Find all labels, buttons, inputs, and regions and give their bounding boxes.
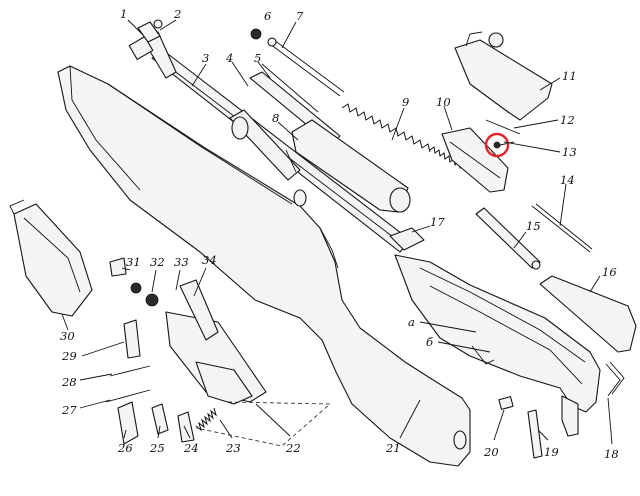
cleaning-rod-part: [531, 205, 591, 253]
callout-7: 7: [296, 9, 304, 23]
callout-1: 1: [120, 7, 127, 21]
callout-a: а: [408, 315, 415, 329]
firing-pin-part: [485, 119, 521, 135]
spring-31-part: [145, 293, 159, 307]
bolt-carrier-part: [285, 119, 411, 213]
pin-27-part: [105, 389, 151, 403]
callout-18: 18: [604, 447, 619, 461]
callout-33: 33: [174, 255, 189, 269]
callout-25: 25: [149, 441, 165, 455]
callout-10: 10: [436, 95, 451, 109]
callout-8: 8: [272, 111, 279, 125]
callout-29: 29: [61, 349, 77, 363]
callout-b: б: [426, 335, 434, 349]
callout-12: 12: [560, 113, 575, 127]
callout-22: 22: [285, 441, 301, 455]
nut-part: [250, 28, 262, 40]
callout-2: 2: [173, 7, 181, 21]
stock-part: [57, 65, 471, 467]
gas-piston-part: [475, 207, 541, 270]
callout-30: 30: [60, 329, 75, 343]
callout-15: 15: [526, 219, 541, 233]
lever-part: [605, 363, 621, 397]
callout-32: 32: [150, 255, 165, 269]
callout-16: 16: [602, 265, 617, 279]
top-cover-part: [454, 31, 553, 121]
rear-sight-part: [389, 227, 425, 251]
receiver-part: [394, 254, 601, 437]
callout-26: 26: [117, 441, 133, 455]
callout-27: 27: [61, 403, 77, 417]
spring-guide-part: [109, 257, 127, 277]
recoil-spring-part: [341, 103, 431, 153]
front-sight-part: [137, 19, 163, 43]
bolt-part: [441, 127, 509, 193]
pin-part: [498, 396, 514, 410]
spring-clip-part: [527, 409, 543, 459]
callout-17: 17: [430, 215, 445, 229]
handguard-part: [539, 275, 637, 353]
callout-20: 20: [483, 445, 499, 459]
callout-13: 13: [562, 145, 577, 159]
callout-9: 9: [402, 95, 409, 109]
safety-part: [123, 319, 141, 359]
callout-11: 11: [562, 69, 577, 83]
callout-24: 24: [183, 441, 199, 455]
callout-6: 6: [264, 9, 271, 23]
rod-part: [261, 37, 345, 113]
trigger-spring-part: [151, 403, 169, 435]
disconnector-part: [130, 282, 142, 294]
callout-4: 4: [225, 51, 233, 65]
callout-31: 31: [126, 255, 141, 269]
callout-19: 19: [544, 445, 559, 459]
sear-part: [177, 411, 195, 443]
callout-28: 28: [61, 375, 77, 389]
callout-5: 5: [254, 51, 261, 65]
highlight-circle: [484, 132, 510, 158]
magazine-part: [9, 199, 93, 317]
trigger-group-part: [165, 311, 332, 447]
callout-34: 34: [202, 253, 217, 267]
callout-23: 23: [225, 441, 241, 455]
leader-lines: [61, 19, 613, 445]
callout-3: 3: [202, 51, 209, 65]
callout-14: 14: [560, 173, 575, 187]
hammer-part: [179, 279, 219, 341]
pin-28-part: [109, 365, 151, 377]
callout-21: 21: [385, 441, 401, 455]
trigger-part: [117, 401, 139, 445]
